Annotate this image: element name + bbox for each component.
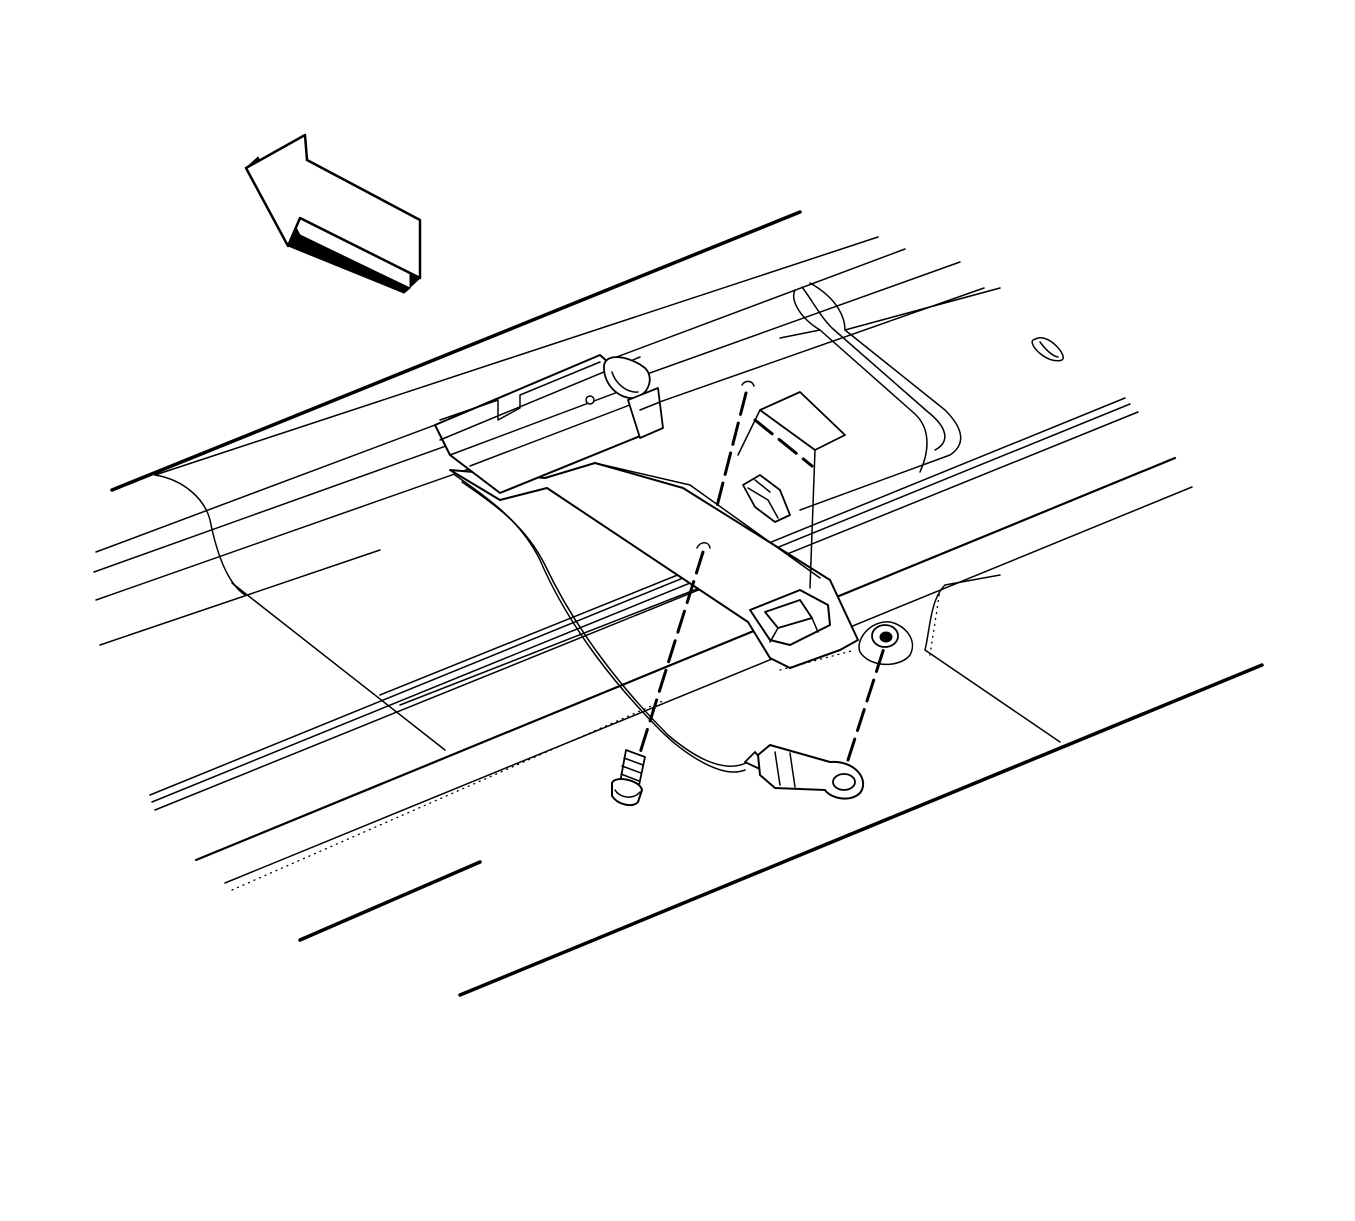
direction-arrow-icon (244, 133, 422, 294)
mounting-hole (779, 621, 914, 671)
ring-terminal (757, 646, 886, 800)
control-module (434, 354, 664, 494)
vehicle-floor-panel (779, 282, 1064, 511)
mounting-bracket (449, 462, 859, 669)
push-pin-retainer (714, 380, 846, 589)
rocker-rail-lines (149, 397, 1264, 997)
